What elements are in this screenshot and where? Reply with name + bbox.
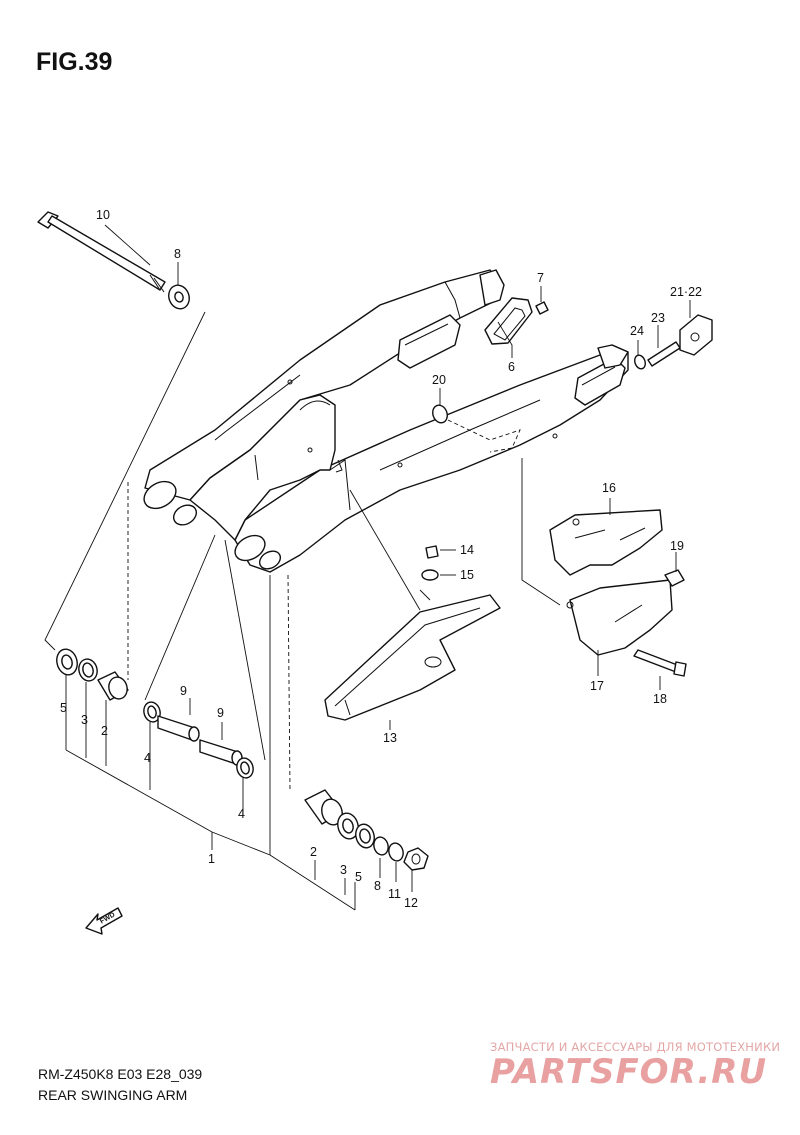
- callout-15: 15: [460, 568, 474, 582]
- fwd-arrow-icon: FWD: [85, 907, 123, 935]
- callout-14: 14: [460, 543, 474, 557]
- callout-9-a: 9: [180, 684, 187, 698]
- bolt-14: [425, 545, 439, 559]
- callout-2-left: 2: [101, 724, 108, 738]
- leader-lines: [44, 224, 691, 911]
- callout-19: 19: [670, 539, 684, 553]
- figure-name: REAR SWINGING ARM: [38, 1087, 188, 1103]
- callout-5-right: 5: [355, 870, 362, 884]
- callout-10: 10: [96, 208, 110, 222]
- bolt-23: [647, 341, 681, 367]
- callout-17: 17: [590, 679, 604, 693]
- callout-6: 6: [508, 360, 515, 374]
- callout-20: 20: [432, 373, 446, 387]
- model-code: RM-Z450K8 E03 E28_039: [38, 1066, 203, 1082]
- callout-7: 7: [537, 271, 544, 285]
- chain-guide-16: [549, 509, 663, 576]
- chain-slider-13: [324, 594, 501, 721]
- dashed-leader-20: [447, 419, 521, 453]
- cap-20: [432, 404, 448, 424]
- watermark-brand: PARTSFOR.RU: [490, 1052, 768, 1092]
- callout-3-right: 3: [340, 863, 347, 877]
- chain-guide-17: [566, 579, 673, 656]
- leader-guide: [521, 458, 561, 606]
- callout-18: 18: [653, 692, 667, 706]
- chain-adjuster-21-22: [679, 314, 713, 356]
- callout-3-left: 3: [81, 713, 88, 727]
- nut-24: [634, 354, 646, 370]
- callout-23: 23: [651, 311, 665, 325]
- callout-4-b: 4: [238, 807, 245, 821]
- callout-21-22: 21·22: [670, 285, 702, 299]
- callout-13: 13: [383, 731, 397, 745]
- callout-8-right: 8: [374, 879, 381, 893]
- bearing-parts-right: [304, 789, 429, 871]
- pivot-bolt-10: [37, 211, 166, 293]
- callout-11: 11: [388, 887, 401, 901]
- callout-4-a: 4: [144, 751, 151, 765]
- callout-5-left: 5: [60, 701, 67, 715]
- callout-12: 12: [404, 896, 418, 910]
- callout-2-right: 2: [310, 845, 317, 859]
- callout-24: 24: [630, 324, 644, 338]
- callout-9-b: 9: [217, 706, 224, 720]
- washer-15: [421, 569, 439, 581]
- watermark-tagline: ЗАПЧАСТИ И АКСЕССУАРЫ ДЛЯ МОТОТЕХНИКИ: [490, 1040, 781, 1054]
- callout-1: 1: [208, 852, 215, 866]
- callout-16: 16: [602, 481, 616, 495]
- screw-7: [535, 301, 549, 315]
- washer-8-top: [168, 284, 190, 310]
- callout-labels: 10 8 7 6 21·22 23 24 20 16 19 14 15 17 1…: [60, 208, 702, 910]
- bolt-18: [633, 649, 687, 677]
- bearing-parts-left: [56, 648, 254, 779]
- figure-title: FIG.39: [36, 48, 113, 76]
- chain-adjuster-plate-6: [484, 297, 533, 345]
- callout-8: 8: [174, 247, 181, 261]
- bolt-19: [664, 569, 685, 587]
- swing-arm: [143, 269, 629, 573]
